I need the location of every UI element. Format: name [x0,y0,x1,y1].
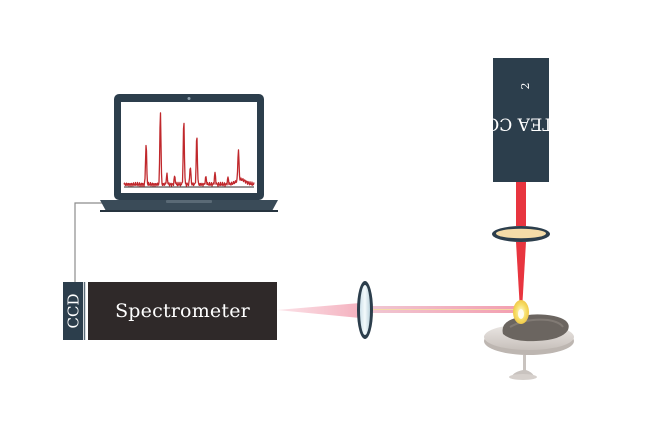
spectrum-line [123,112,255,188]
laser-label-subscript: 2 [519,82,533,90]
stage-foot [509,374,537,380]
laser-label: TEA CO 2 [486,58,554,182]
focusing-lens [492,226,550,242]
laptop [100,94,278,212]
spectrometer-box [88,282,277,340]
collecting-lens [357,281,373,339]
laptop-base [100,200,278,211]
collecting-lens-glass [360,285,370,335]
sample-stage [484,314,574,380]
laser-beam-upper [516,182,526,226]
laser-label-main: TEA CO [485,113,554,134]
ccd-label: CCD [63,282,83,340]
tea-co2-laser-box [493,58,549,182]
ccd-label-text: CCD [64,293,83,329]
laptop-base-edge [100,210,278,212]
focusing-lens-glass [496,228,546,239]
spectrometer-label: Spectrometer [115,300,250,322]
ccd-box [63,282,83,340]
laptop-hinge [166,200,212,203]
collection-beam-converging [277,303,360,318]
laser-beam-focused [516,242,526,302]
laptop-ccd-cable [74,202,117,282]
laptop-camera-icon [187,97,191,100]
plasma-core [518,309,524,319]
spectrum-plot [123,112,255,188]
laser-label-text: TEA CO 2 [486,82,554,157]
stage-stem [512,355,534,376]
